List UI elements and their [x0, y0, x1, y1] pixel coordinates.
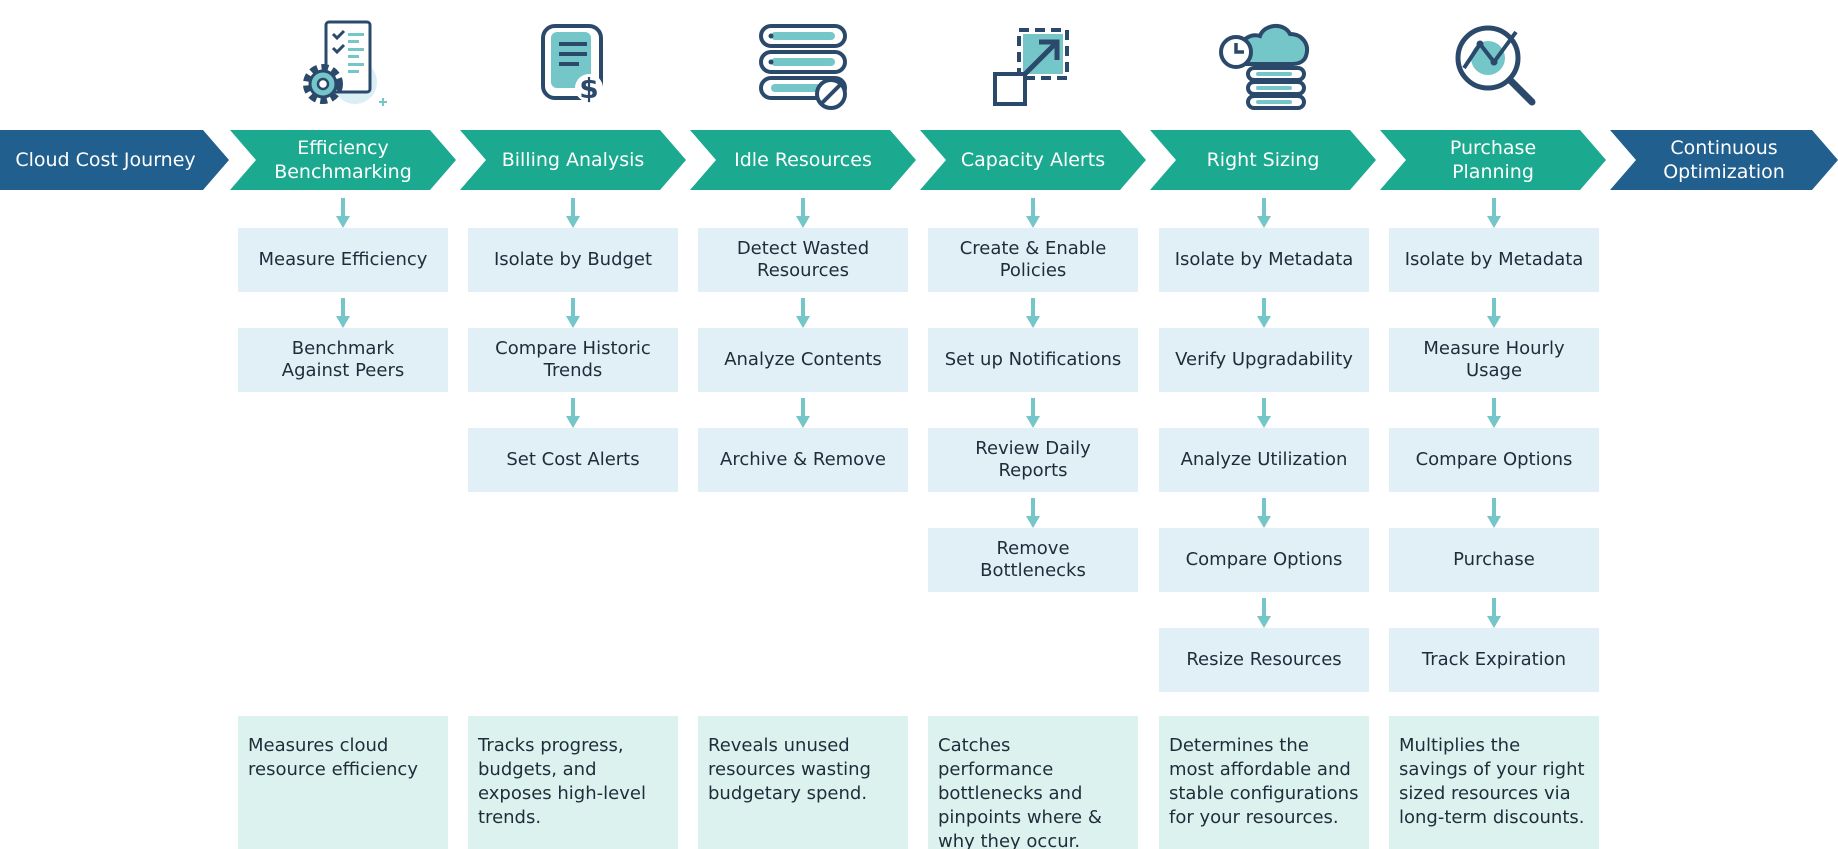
- checklist-gear-icon: [303, 20, 387, 106]
- flow-arrow-icon: [1257, 398, 1271, 428]
- step-box: Compare Options: [1389, 428, 1599, 492]
- stage-title: Efficiency Benchmarking: [274, 137, 412, 183]
- flow-arrow-icon: [796, 198, 810, 228]
- flow-arrow-icon: [796, 398, 810, 428]
- step-box: Archive & Remove: [698, 428, 908, 492]
- step-box: Purchase: [1389, 528, 1599, 592]
- svg-text:$: $: [579, 72, 598, 105]
- flow-arrow-icon: [1026, 298, 1040, 328]
- flow-arrow-icon: [566, 398, 580, 428]
- step-box: Measure Efficiency: [238, 228, 448, 292]
- flow-arrow-icon: [1026, 398, 1040, 428]
- invoice-dollar-icon: $: [541, 24, 603, 105]
- step-box: Set Cost Alerts: [468, 428, 678, 492]
- flow-arrow-icon: [1026, 198, 1040, 228]
- magnifier-chart-icon: [1455, 25, 1536, 106]
- stage-title: Capacity Alerts: [960, 149, 1106, 171]
- step-box: Isolate by Budget: [468, 228, 678, 292]
- flow-arrow-icon: [566, 298, 580, 328]
- stage-chevron-billing: Billing Analysis: [460, 130, 686, 190]
- stage-chevron-efficiency: Efficiency Benchmarking: [230, 130, 456, 190]
- step-box: Review Daily Reports: [928, 428, 1138, 492]
- journey-start-chevron: Cloud Cost Journey: [0, 130, 229, 190]
- stage-chevron-purchase: Purchase Planning: [1380, 130, 1606, 190]
- flow-arrow-icon: [796, 298, 810, 328]
- journey-end-chevron: Continuous Optimization: [1610, 130, 1838, 190]
- step-box: Benchmark Against Peers: [238, 328, 448, 392]
- stage-description: Catches performance bottlenecks and pinp…: [928, 716, 1138, 849]
- stage-description: Multiplies the savings of your right siz…: [1389, 716, 1599, 849]
- step-box: Isolate by Metadata: [1389, 228, 1599, 292]
- step-box: Remove Bottlenecks: [928, 528, 1138, 592]
- journey-start-label: Cloud Cost Journey: [15, 149, 196, 171]
- stage-description: Reveals unused resources wasting budgeta…: [698, 716, 908, 849]
- flow-arrow-icon: [566, 198, 580, 228]
- stage-title: Idle Resources: [734, 149, 872, 171]
- flow-arrow-icon: [336, 198, 350, 228]
- step-box: Detect Wasted Resources: [698, 228, 908, 292]
- flow-arrow-icon: [1257, 298, 1271, 328]
- scale-up-arrow-icon: [993, 28, 1069, 106]
- flow-arrow-icon: [1487, 398, 1501, 428]
- step-box: Analyze Utilization: [1159, 428, 1369, 492]
- step-box: Compare Options: [1159, 528, 1369, 592]
- cloud-clock-server-icon: [1219, 24, 1309, 110]
- step-box: Resize Resources: [1159, 628, 1369, 692]
- stage-chevron-right-sizing: Right Sizing: [1150, 130, 1376, 190]
- stage-description: Determines the most affordable and stabl…: [1159, 716, 1369, 849]
- stage-chevron-idle: Idle Resources: [690, 130, 916, 190]
- stage-description: Measures cloud resource efficiency: [238, 716, 448, 849]
- stage-chevron-capacity: Capacity Alerts: [920, 130, 1146, 190]
- step-box: Track Expiration: [1389, 628, 1599, 692]
- flow-arrow-icon: [1257, 598, 1271, 628]
- step-box: Measure Hourly Usage: [1389, 328, 1599, 392]
- journey-end-label: Continuous Optimization: [1663, 137, 1785, 183]
- step-box: Verify Upgradability: [1159, 328, 1369, 392]
- step-box: Analyze Contents: [698, 328, 908, 392]
- flow-arrow-icon: [1257, 198, 1271, 228]
- flow-arrow-icon: [1487, 198, 1501, 228]
- flow-arrow-icon: [336, 298, 350, 328]
- stage-title: Right Sizing: [1206, 149, 1320, 171]
- step-box: Compare Historic Trends: [468, 328, 678, 392]
- flow-arrow-icon: [1487, 598, 1501, 628]
- step-box: Create & Enable Policies: [928, 228, 1138, 292]
- stage-title: Purchase Planning: [1449, 137, 1537, 183]
- stage-description: Tracks progress, budgets, and exposes hi…: [468, 716, 678, 849]
- stage-title: Billing Analysis: [501, 149, 645, 171]
- flow-arrow-icon: [1026, 498, 1040, 528]
- server-blocked-icon: [759, 24, 847, 110]
- step-box: Isolate by Metadata: [1159, 228, 1369, 292]
- step-box: Set up Notifications: [928, 328, 1138, 392]
- flow-arrow-icon: [1257, 498, 1271, 528]
- flow-arrow-icon: [1487, 498, 1501, 528]
- flow-arrow-icon: [1487, 298, 1501, 328]
